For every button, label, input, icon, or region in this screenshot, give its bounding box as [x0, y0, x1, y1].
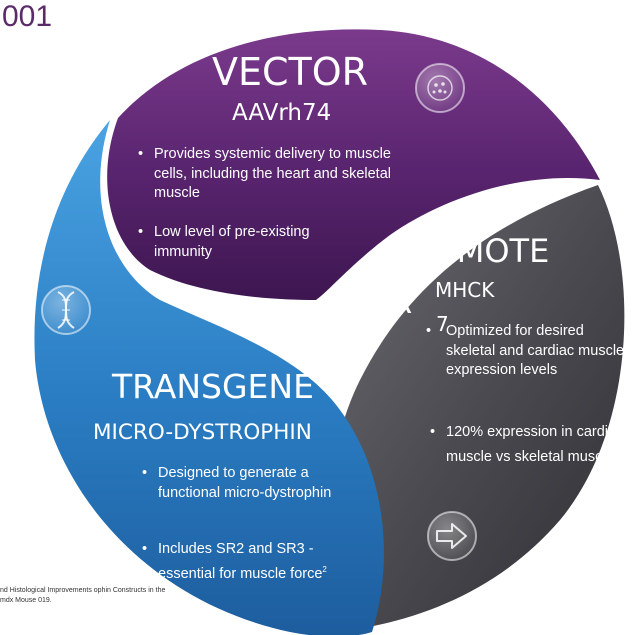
transgene-bullet-text: Designed to generate a functional micro-…	[158, 465, 332, 501]
transgene-segment	[34, 120, 384, 635]
vector-segment	[107, 29, 601, 300]
bullet-dot: •	[142, 465, 148, 481]
arrow-right-icon	[427, 511, 477, 561]
dna-helix-icon	[41, 285, 91, 335]
promoter-bullet: • 120% expression in cardiac muscle vs s…	[430, 423, 628, 467]
promoter-subtitle: MHCK	[435, 278, 495, 302]
slide-number: 001	[2, 0, 53, 33]
promoter-segment	[333, 185, 625, 630]
bullet-dot: •	[138, 224, 144, 240]
promoter-title: PROMOTE	[390, 232, 550, 270]
bullet-dot: •	[138, 146, 144, 162]
transgene-subtitle: MICRO-DYSTROPHIN	[93, 420, 312, 445]
footnote-mark: 2	[322, 564, 327, 574]
transgene-bullet: • Includes SR2 and SR3 - essential for m…	[142, 540, 373, 584]
vector-title: VECTOR	[212, 50, 369, 94]
transgene-bullet: • Designed to generate a functional micr…	[142, 464, 358, 503]
vector-bullet-text: Low level of pre-existing immunity	[154, 224, 310, 260]
vector-bullet-text: Provides systemic delivery to muscle cel…	[154, 146, 391, 201]
bullet-dot: •	[426, 323, 432, 339]
footnote-mark: 1	[613, 447, 619, 457]
vector-subtitle: AAVrh74	[232, 100, 332, 126]
promoter-bullet: • Optimized for desired skeletal and car…	[426, 322, 628, 381]
vector-bullet: • Low level of pre-existing immunity	[138, 223, 314, 262]
transgene-bullet-text: Includes SR2 and SR3 - essential for mus…	[158, 541, 323, 582]
citation-text: nd Histological Improvements ophin Const…	[0, 587, 166, 604]
virus-particle-icon	[415, 63, 465, 113]
promoter-title-wrap: R	[390, 283, 413, 321]
vector-bullet: • Provides systemic delivery to muscle c…	[138, 145, 394, 204]
promoter-subtitle-wrap: 7	[436, 312, 449, 336]
promoter-bullet-text: Optimized for desired skeletal and cardi…	[446, 323, 625, 378]
transgene-title: TRANSGENE	[112, 367, 314, 406]
bullet-dot: •	[142, 541, 148, 557]
bullet-dot: •	[430, 424, 436, 440]
promoter-bullet-text: 120% expression in cardiac muscle vs ske…	[446, 424, 624, 465]
